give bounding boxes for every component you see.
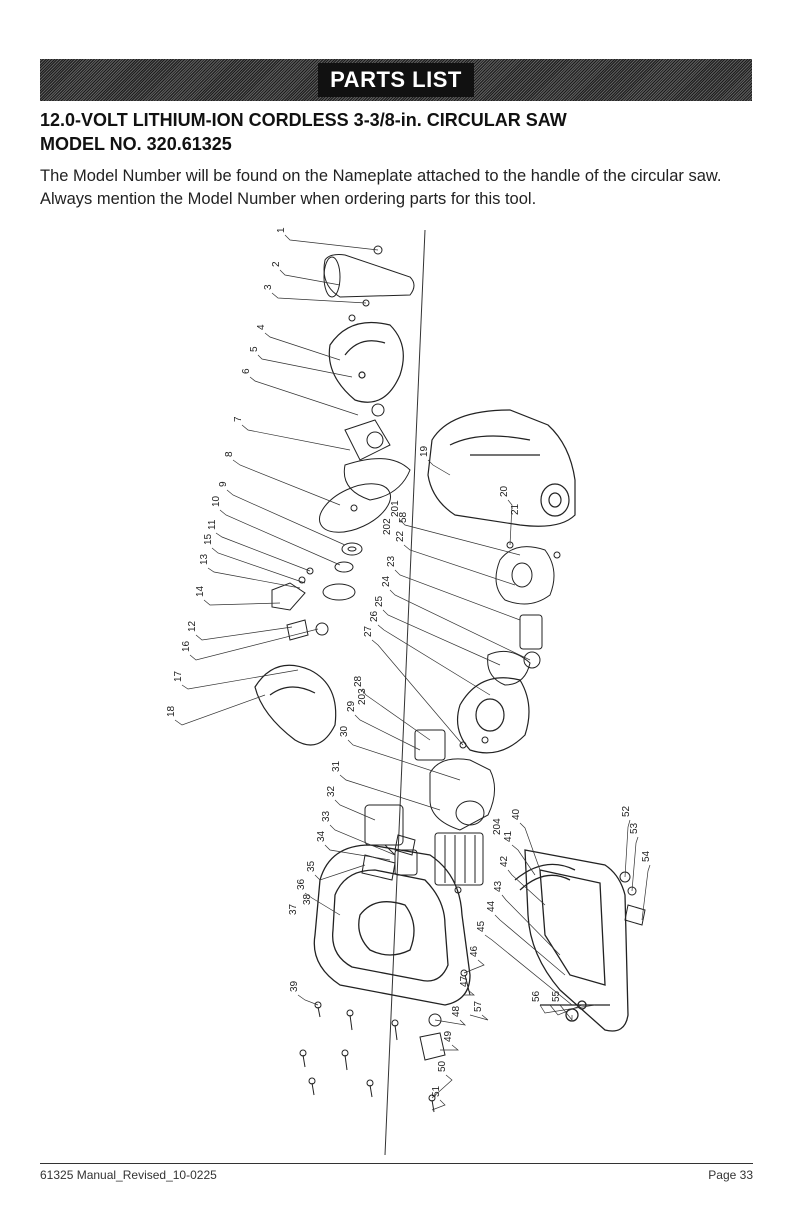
- part-label: 47: [459, 975, 470, 987]
- part-label: 41: [503, 830, 514, 842]
- handle-housing-part: [313, 844, 471, 1006]
- switch-and-motor-parts: [414, 729, 495, 831]
- part-label: 38: [302, 893, 313, 905]
- section-banner: PARTS LIST: [40, 59, 752, 101]
- part-label: 10: [211, 495, 222, 507]
- gear-housing-part: [487, 541, 561, 686]
- part-label: 7: [233, 416, 244, 422]
- part-label: 14: [195, 585, 206, 597]
- part-label: 1: [276, 227, 287, 233]
- part-label: 46: [469, 945, 480, 957]
- part-label: 201: [390, 500, 401, 517]
- part-label: 9: [218, 481, 229, 487]
- battery-pack-part: [434, 832, 484, 886]
- leader-lines: [174, 234, 651, 1111]
- part-label: 24: [381, 575, 392, 587]
- banner-label: PARTS LIST: [318, 63, 474, 97]
- part-label: 21: [510, 503, 521, 515]
- part-label: 11: [207, 519, 218, 530]
- part-label: 45: [476, 920, 487, 932]
- washer-and-oring-parts: [322, 542, 363, 601]
- part-label: 27: [363, 625, 374, 637]
- saw-blade-part: [319, 483, 391, 533]
- bevel-lever-parts: [271, 567, 329, 641]
- switch-block-part: [361, 804, 418, 881]
- footer-document-id: 61325 Manual_Revised_10-0225: [40, 1168, 217, 1182]
- part-label: 55: [551, 990, 562, 1002]
- part-label: 36: [296, 878, 307, 890]
- footer-page-number: Page 33: [708, 1168, 753, 1182]
- part-label: 23: [386, 555, 397, 567]
- spindle-parts: [343, 403, 411, 501]
- part-label: 5: [249, 346, 260, 352]
- part-label: 53: [629, 822, 640, 834]
- part-label: 56: [531, 990, 542, 1002]
- part-label: 54: [641, 850, 652, 862]
- part-label: 35: [306, 860, 317, 872]
- exploded-parts-diagram: 1 2 3 4 5 6 7 8 9 10 11 12 13 14 15 16 1…: [166, 227, 652, 1155]
- part-label: 50: [437, 1060, 448, 1072]
- part-label: 44: [486, 900, 497, 912]
- part-label: 2: [271, 261, 282, 267]
- part-label: 6: [241, 368, 252, 374]
- upper-blade-guard-part: [328, 321, 404, 403]
- part-label: 52: [621, 805, 632, 817]
- part-label: 32: [326, 785, 337, 797]
- part-label: 8: [224, 451, 235, 457]
- part-label: 17: [173, 670, 184, 682]
- part-label: 4: [256, 324, 267, 330]
- part-label: 48: [451, 1005, 462, 1017]
- part-label: 15: [203, 533, 214, 545]
- product-title: 12.0-VOLT LITHIUM-ION CORDLESS 3-3/8-in.…: [40, 110, 567, 130]
- part-label: 26: [369, 610, 380, 622]
- part-label: 3: [263, 284, 274, 290]
- screws-and-pins: [299, 886, 471, 1113]
- part-number-labels: 1 2 3 4 5 6 7 8 9 10 11 12 13 14 15 16 1…: [166, 227, 652, 1097]
- assembly-axis-line: [384, 229, 426, 1155]
- part-label: 57: [473, 1000, 484, 1012]
- part-label: 34: [316, 830, 327, 842]
- part-label: 12: [187, 620, 198, 632]
- part-label: 204: [492, 818, 503, 835]
- part-label: 30: [339, 725, 350, 737]
- base-plate-part: [514, 849, 629, 1032]
- part-label: 29: [346, 700, 357, 712]
- part-label: 20: [499, 485, 510, 497]
- part-label: 37: [288, 903, 299, 915]
- part-label: 33: [321, 810, 332, 822]
- part-label: 13: [199, 553, 210, 565]
- part-label: 40: [511, 808, 522, 820]
- footer-divider: [40, 1163, 753, 1164]
- top-grip-part: [323, 245, 415, 322]
- intro-paragraph: The Model Number will be found on the Na…: [40, 167, 722, 208]
- part-label: 51: [431, 1085, 442, 1097]
- part-label: 202: [382, 518, 393, 535]
- part-label: 49: [443, 1030, 454, 1042]
- part-label: 28: [353, 675, 364, 687]
- part-label: 42: [499, 855, 510, 867]
- motor-housing-part: [427, 409, 576, 527]
- part-label: 39: [289, 980, 300, 992]
- blade-lock-parts: [619, 871, 646, 926]
- model-number-title: MODEL NO. 320.61325: [40, 134, 232, 154]
- part-label: 31: [331, 760, 342, 772]
- part-label: 43: [493, 880, 504, 892]
- part-label: 58: [398, 511, 409, 523]
- middle-housing-part: [457, 677, 530, 754]
- part-label: 25: [374, 595, 385, 607]
- part-label: 18: [166, 705, 177, 717]
- part-label: 22: [395, 530, 406, 542]
- part-label: 19: [419, 445, 430, 457]
- part-label: 16: [181, 640, 192, 652]
- part-label: 203: [357, 688, 368, 705]
- lower-blade-guard-part: [254, 664, 337, 746]
